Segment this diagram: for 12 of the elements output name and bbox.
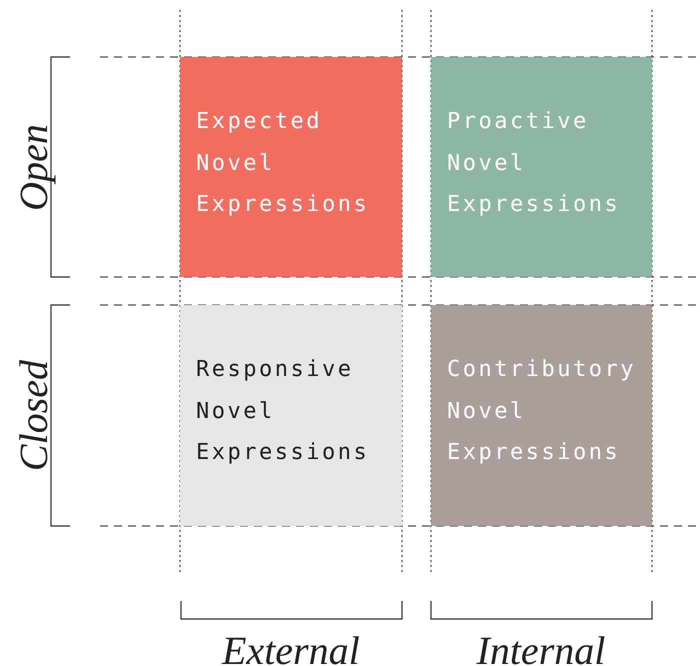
axis-label: Open: [9, 124, 56, 210]
axis-label: External: [222, 626, 360, 666]
quadrant-box: [431, 305, 652, 526]
quadrant-label: Contributory Novel Expressions: [447, 356, 636, 467]
axis-label: Closed: [10, 359, 57, 471]
quadrant-label: Expected Novel Expressions: [196, 108, 370, 219]
quadrant-box: [180, 305, 402, 526]
axis-label: Internal: [476, 626, 606, 666]
quadrant-box: [431, 57, 652, 277]
quadrant-box: [180, 57, 402, 277]
quadrant-label: Proactive Novel Expressions: [447, 108, 620, 219]
quadrant-label: Responsive Novel Expressions: [196, 356, 370, 467]
